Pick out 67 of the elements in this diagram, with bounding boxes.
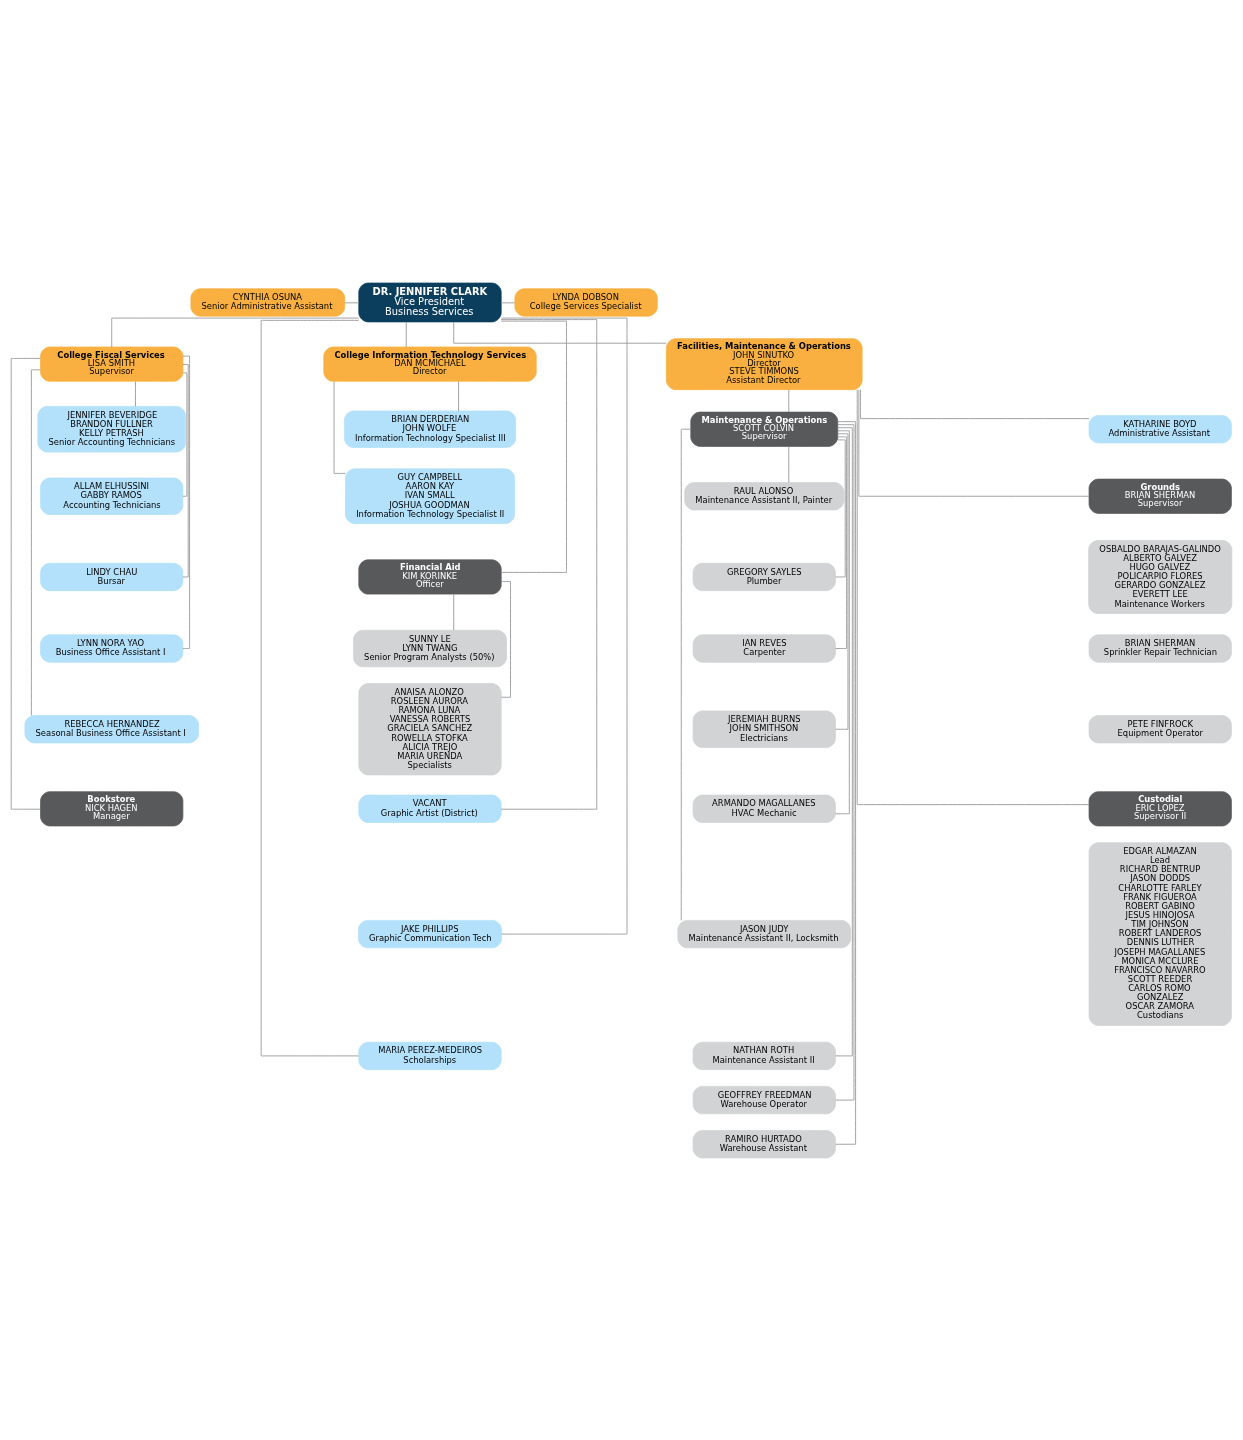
node-box: Financial Aid KIM KORINKE Officer [358, 558, 502, 594]
node-box: BRIAN SHERMAN Sprinkler Repair Technician [1088, 633, 1232, 663]
node-box: GREGORY SAYLES Plumber [692, 562, 836, 591]
node-box: JENNIFER BEVERIDGE BRANDON FULLNER KELLY PETRASH Senior Accounting Technicians [37, 405, 186, 452]
node-box: VACANT Graphic Artist (District) [358, 794, 502, 823]
node-box: KATHARINE BOYD Administrative Assistant [1088, 414, 1232, 443]
node-box: IAN REVES Carpenter [692, 633, 836, 663]
node-box: LYNDA DOBSON College Services Specialist [514, 287, 658, 317]
connector [856, 388, 1090, 805]
node-box: EDGAR ALMAZAN Lead RICHARD BENTRUP JASON DODDS CHARLOTTE FARLEY FRANK FIGUEROA ROBERT GABINO JESUS HINOJOSA TIM JOHNSON ROBERT LANDEROS DENNIS LUTHER JOSEPH MAGALLANES MONICA MCCLURE FRANCISCO NAVARRO SCOTT REEDER CARLOS ROMO GONZALEZ OSCAR ZAMORA Custodians [1088, 841, 1232, 1026]
node-box: Custodial ERIC LOPEZ Supervisor II [1088, 790, 1232, 826]
node-box: ANAISA ALONZO ROSLEEN AURORA RAMONA LUNA VANESSA ROBERTS GRACIELA SANCHEZ ROWELLA STOFKA ALICIA TREJO MARIA URENDA Specialists [358, 682, 502, 775]
node-box: LYNN NORA YAO Business Office Assistant I [40, 633, 184, 663]
node-box: ARMANDO MAGALLANES HVAC Mechanic [692, 794, 836, 823]
node-box: LINDY CHAU Bursar [40, 562, 184, 591]
connector [680, 428, 691, 921]
node-box: REBECCA HERNANDEZ Seasonal Business Office Assistant I [24, 714, 199, 743]
connector [344, 301, 360, 303]
node-box: GEOFFREY FREEDMAN Warehouse Operator [692, 1085, 836, 1114]
connector [405, 321, 407, 347]
connector [458, 380, 459, 411]
node-box: BRIAN DERDERIAN JOHN WOLFE Information Technology Specialist III [343, 410, 517, 448]
connector [182, 355, 191, 649]
node-box: Bookstore NICK HAGEN Manager [40, 790, 184, 826]
connector [835, 426, 853, 1056]
node-box: JAKE PHILLIPS Graphic Communication Tech [358, 919, 502, 948]
connector [111, 317, 360, 347]
node-box: MARIA PEREZ-MEDEIROS Scholarships [358, 1041, 502, 1070]
connector [835, 429, 850, 814]
node-box: OSBALDO BARAJAS-GALINDO ALBERTO GALVEZ HUGO GALVEZ POLICARPIO FLORES GERARDO GONZALEZ EVERETT LEE Maintenance Workers [1088, 539, 1233, 614]
connector [182, 363, 189, 577]
node-box: CYNTHIA OSUNA Senior Administrative Assistant [190, 287, 346, 317]
connector [30, 368, 41, 716]
node-box: ALLAM ELHUSSINI GABBY RAMOS Accounting Technicians [40, 477, 184, 515]
node-box: JASON JUDY Maintenance Assistant II, Locksmith [677, 919, 852, 948]
connector [788, 388, 790, 413]
connector [333, 380, 346, 474]
connector [858, 388, 1090, 497]
connector [788, 445, 790, 483]
node-box: College Fiscal Services LISA SMITH Supervisor [40, 346, 184, 382]
connector [835, 432, 849, 730]
node-box: College Information Technology Services DAN MCMICHAEL Director [323, 346, 537, 382]
connector [835, 435, 848, 649]
connector [500, 301, 516, 303]
connector [500, 318, 598, 810]
node-box: JEREMIAH BURNS JOHN SMITHSON Electricians [692, 710, 836, 748]
connector [135, 380, 136, 407]
node-box: PETE FINFROCK Equipment Operator [1088, 714, 1232, 743]
connector [835, 438, 846, 577]
connector [10, 357, 41, 810]
node-box: NATHAN ROTH Maintenance Assistant II [692, 1041, 836, 1070]
node-box: RAUL ALONSO Maintenance Assistant II, Painter [684, 481, 845, 510]
connector [500, 320, 567, 573]
connector [500, 317, 628, 935]
node-box: Grounds BRIAN SHERMAN Supervisor [1088, 478, 1232, 514]
connector [260, 319, 360, 1056]
connector [182, 371, 188, 497]
node-box: DR. JENNIFER CLARK Vice President Business Services [358, 282, 502, 322]
node-box: Maintenance & Operations SCOTT COLVIN Supervisor [690, 411, 839, 447]
connector [453, 593, 455, 631]
node-box: SUNNY LE LYNN TWANG Senior Program Analysts (50%) [353, 629, 507, 667]
connector [860, 388, 1090, 419]
connector [453, 321, 667, 344]
node-box: Facilities, Maintenance & Operations JOHN SINUTKO Director STEVE TIMMONS Assistant Director [666, 337, 863, 390]
node-box: RAMIRO HURTADO Warehouse Assistant [692, 1129, 836, 1158]
node-box: GUY CAMPBELL AARON KAY IVAN SMALL JOSHUA GOODMAN Information Technology Specialist II [345, 467, 515, 524]
connector [500, 580, 511, 698]
